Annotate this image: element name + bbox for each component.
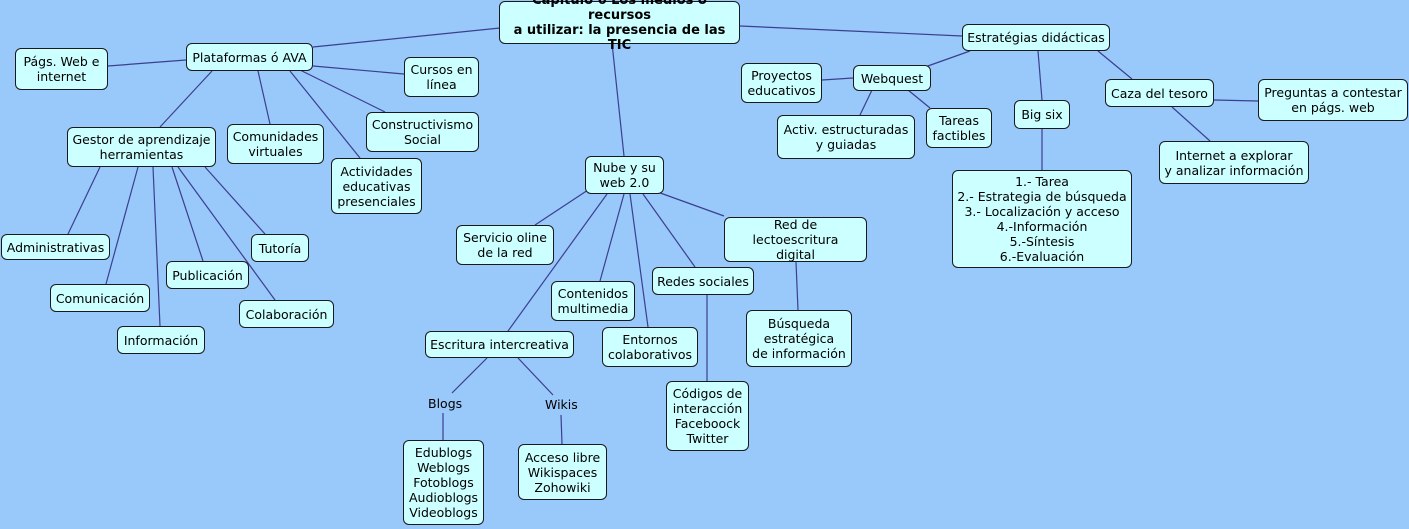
- redes-node[interactable]: Redes sociales: [652, 267, 754, 295]
- internet-node[interactable]: Internet a explorar y analizar informaci…: [1159, 141, 1309, 184]
- informacion-node[interactable]: Información: [117, 326, 205, 354]
- servicio-node[interactable]: Servicio oline de la red: [456, 225, 554, 265]
- codigos-node[interactable]: Códigos de interacción Faceboock Twitter: [666, 381, 749, 451]
- activ-node[interactable]: Activ. estructuradas y guiadas: [777, 115, 915, 159]
- estrategias-node[interactable]: Estratégias didácticas: [962, 24, 1110, 51]
- administrativas-node[interactable]: Administrativas: [1, 234, 110, 260]
- blogs-link-label: Blogs: [428, 396, 463, 411]
- webquest-node[interactable]: Webquest: [853, 65, 931, 91]
- comunicacion-node[interactable]: Comunicación: [50, 284, 150, 312]
- tutoria-node[interactable]: Tutoría: [251, 234, 309, 262]
- proyectos-node[interactable]: Proyectos educativos: [741, 63, 822, 103]
- pags-web-node[interactable]: Págs. Web e internet: [15, 48, 108, 90]
- bigsix-node[interactable]: Big six: [1014, 100, 1070, 129]
- caza-node[interactable]: Caza del tesoro: [1105, 79, 1214, 107]
- wikis-list-node[interactable]: Acceso libre Wikispaces Zohowiki: [518, 444, 607, 500]
- red-lectoescritura-node[interactable]: Red de lectoescritura digital: [724, 217, 867, 262]
- entornos-node[interactable]: Entornos colaborativos: [602, 327, 698, 367]
- root-topic-node[interactable]: Capítulo 6 Los medios ó recursos a utili…: [499, 0, 740, 53]
- busqueda-node[interactable]: Búsqueda estratégica de información: [746, 310, 852, 367]
- bigsix-list-node[interactable]: 1.- Tarea 2.- Estrategia de búsqueda 3.-…: [952, 170, 1132, 268]
- plataformas-node[interactable]: Plataformas ó AVA: [186, 43, 313, 71]
- wikis-link-label: Wikis: [545, 397, 578, 412]
- tareas-node[interactable]: Tareas factibles: [926, 108, 992, 148]
- actividades-node[interactable]: Actividades educativas presenciales: [331, 158, 422, 214]
- colaboracion-node[interactable]: Colaboración: [239, 300, 334, 328]
- gestor-node[interactable]: Gestor de aprendizaje herramientas: [67, 127, 216, 167]
- escritura-node[interactable]: Escritura intercreativa: [425, 331, 574, 358]
- nube-node[interactable]: Nube y su web 2.0: [585, 156, 664, 194]
- publicacion-node[interactable]: Publicación: [166, 261, 249, 289]
- contenidos-node[interactable]: Contenidos multimedia: [551, 281, 635, 321]
- comunidades-node[interactable]: Comunidades virtuales: [227, 124, 324, 164]
- blogs-list-node[interactable]: Edublogs Weblogs Fotoblogs Audioblogs Vi…: [403, 440, 484, 525]
- cursos-node[interactable]: Cursos en línea: [404, 57, 479, 97]
- preguntas-node[interactable]: Preguntas a contestar en págs. web: [1258, 79, 1408, 121]
- constructivismo-node[interactable]: Constructivismo Social: [366, 112, 479, 152]
